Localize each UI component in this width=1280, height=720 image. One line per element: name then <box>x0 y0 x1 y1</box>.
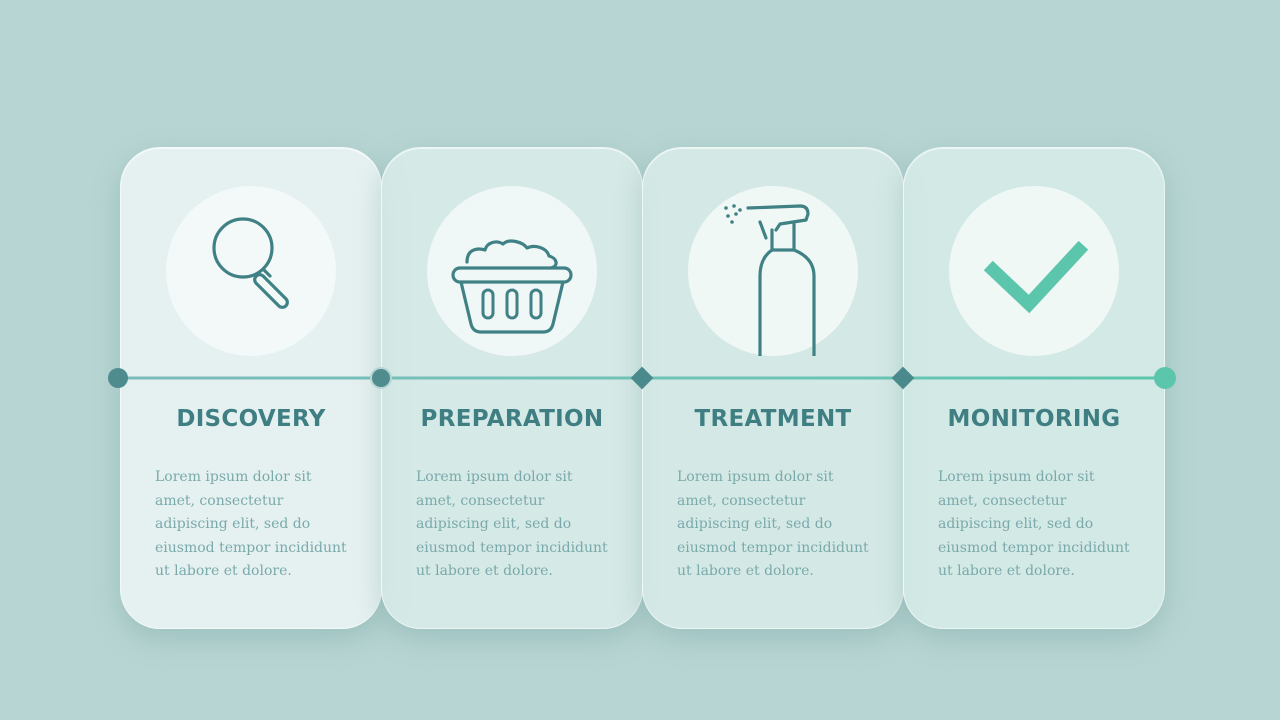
magnifying-glass-icon <box>212 217 289 309</box>
step-title: MONITORING <box>947 406 1121 432</box>
step-card-treatment: TREATMENT Lorem ipsum dolor sit amet, co… <box>642 147 904 629</box>
icon-badge <box>166 186 336 356</box>
step-title: TREATMENT <box>694 406 852 432</box>
step-description: Lorem ipsum dolor sit amet, consectetur … <box>155 469 347 579</box>
step-card-monitoring: MONITORING Lorem ipsum dolor sit amet, c… <box>903 147 1165 629</box>
step-card-preparation: PREPARATION Lorem ipsum dolor sit amet, … <box>381 147 643 629</box>
step-card-discovery: DISCOVERY Lorem ipsum dolor sit amet, co… <box>120 147 382 629</box>
step-description: Lorem ipsum dolor sit amet, consectetur … <box>416 469 608 579</box>
step-title: PREPARATION <box>420 406 604 432</box>
spray-bottle-icon <box>724 204 816 356</box>
icon-badge <box>427 186 597 356</box>
laundry-basket-icon <box>451 239 573 334</box>
step-title: DISCOVERY <box>176 406 326 432</box>
icon-badge <box>949 186 1119 356</box>
icon-badge <box>688 186 858 356</box>
checkmark-icon <box>983 240 1089 314</box>
step-description: Lorem ipsum dolor sit amet, consectetur … <box>677 469 869 579</box>
step-description: Lorem ipsum dolor sit amet, consectetur … <box>938 469 1130 579</box>
